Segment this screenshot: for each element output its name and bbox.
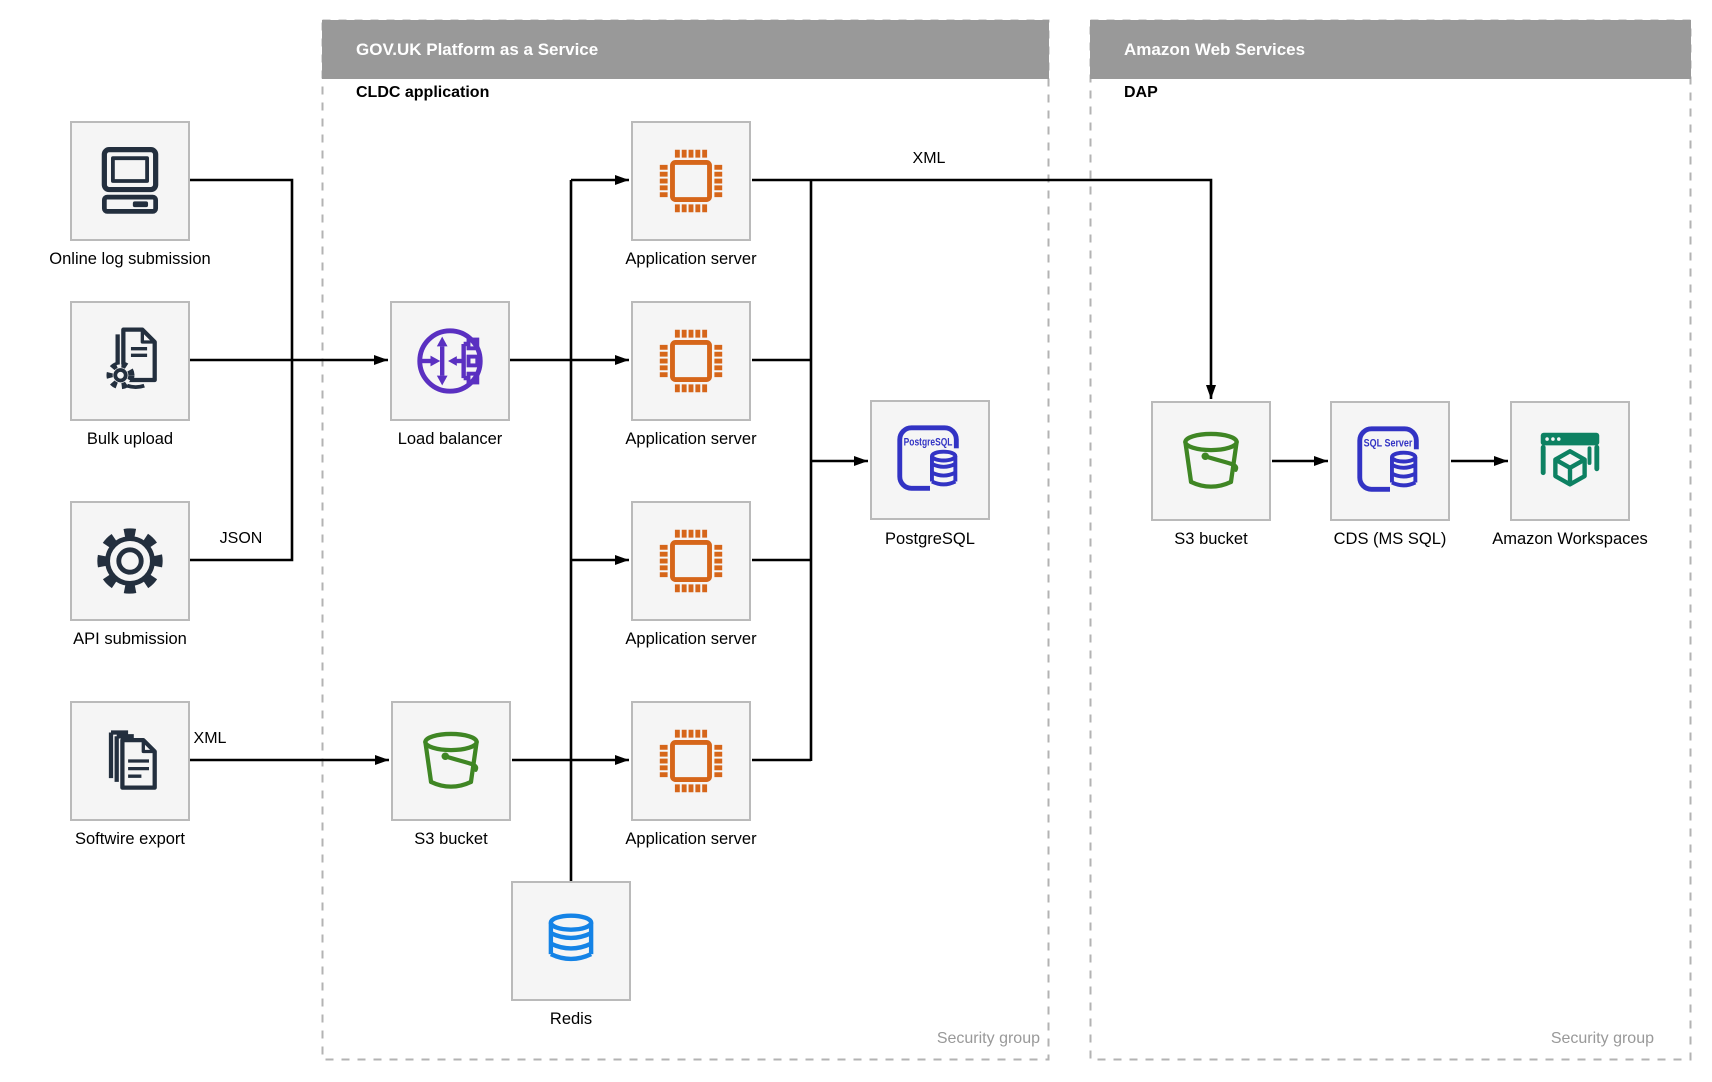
govuk-container-header: GOV.UK Platform as a Service (322, 20, 1049, 79)
s3-bucket-icon (1183, 431, 1239, 489)
node-label-s3-bucket-govuk: S3 bucket (414, 830, 488, 848)
node-amazon-workspaces (1510, 401, 1630, 521)
aws-container-header: Amazon Web Services (1090, 20, 1691, 79)
govuk-container-subtitle: CLDC application (356, 84, 490, 101)
node-label-bulk-upload: Bulk upload (86, 430, 174, 448)
node-label-application-server-4: Application server (625, 830, 757, 848)
edge-label-xml-export: XML (193, 730, 227, 747)
node-postgresql: PostgreSQL (870, 400, 990, 520)
aws-security-boundary (1089, 19, 1692, 1061)
s3-bucket-icon (423, 731, 479, 789)
node-application-server-3 (631, 501, 751, 621)
document-gear-icon (106, 327, 157, 390)
node-application-server-4 (631, 701, 751, 821)
node-s3-bucket-govuk (391, 701, 511, 821)
edge-sources-merge (190, 178, 294, 562)
node-label-s3-bucket-aws: S3 bucket (1174, 530, 1248, 548)
node-bulk-upload (70, 301, 190, 421)
gear-icon (97, 528, 163, 594)
node-label-application-server-3: Application server (625, 630, 757, 648)
node-label-postgresql: PostgreSQL (885, 530, 975, 548)
postgresql-database-icon: PostgreSQL (897, 425, 964, 494)
node-label-amazon-workspaces: Amazon Workspaces (1492, 530, 1648, 548)
workspaces-icon (1540, 432, 1600, 487)
sql-server-database-icon: SQL Server (1357, 426, 1424, 495)
load-balancer-icon (417, 328, 483, 394)
node-label-redis: Redis (549, 1010, 593, 1028)
node-label-load-balancer: Load balancer (397, 430, 503, 448)
node-label-api-submission: API submission (73, 630, 187, 648)
aws-container-subtitle: DAP (1124, 84, 1158, 101)
node-label-application-server-2: Application server (625, 430, 757, 448)
aws-security-group-label: Security group (1550, 1030, 1654, 1047)
node-online-log-submission (70, 121, 190, 241)
node-api-submission (70, 501, 190, 621)
redis-database-icon (548, 913, 594, 962)
chip-icon (659, 729, 723, 793)
edge-label-xml-feed: XML (912, 150, 946, 167)
edge-label-json: JSON (219, 530, 263, 547)
computer-icon (101, 147, 159, 214)
node-label-application-server-1: Application server (625, 250, 757, 268)
node-cds-mssql: SQL Server (1330, 401, 1450, 521)
node-label-online-log-submission: Online log submission (49, 250, 211, 268)
node-s3-bucket-aws (1151, 401, 1271, 521)
sql-server-icon-text: SQL Server (1364, 437, 1413, 449)
govuk-security-boundary (321, 19, 1050, 1061)
node-application-server-1 (631, 121, 751, 241)
node-label-softwire-export: Softwire export (74, 830, 186, 848)
edge-xml-feed-to-aws (752, 178, 1216, 399)
node-softwire-export (70, 701, 190, 821)
govuk-security-group-label: Security group (936, 1030, 1040, 1047)
govuk-container-title: GOV.UK Platform as a Service (356, 40, 599, 59)
chip-icon (659, 529, 723, 593)
chip-icon (659, 149, 723, 213)
documents-stack-icon (108, 730, 157, 790)
node-application-server-2 (631, 301, 751, 421)
chip-icon (659, 329, 723, 393)
node-load-balancer (390, 301, 510, 421)
node-redis (511, 881, 631, 1001)
postgresql-icon-text: PostgreSQL (904, 436, 953, 448)
node-label-cds-mssql: CDS (MS SQL) (1333, 530, 1447, 548)
aws-container-title: Amazon Web Services (1124, 40, 1306, 59)
